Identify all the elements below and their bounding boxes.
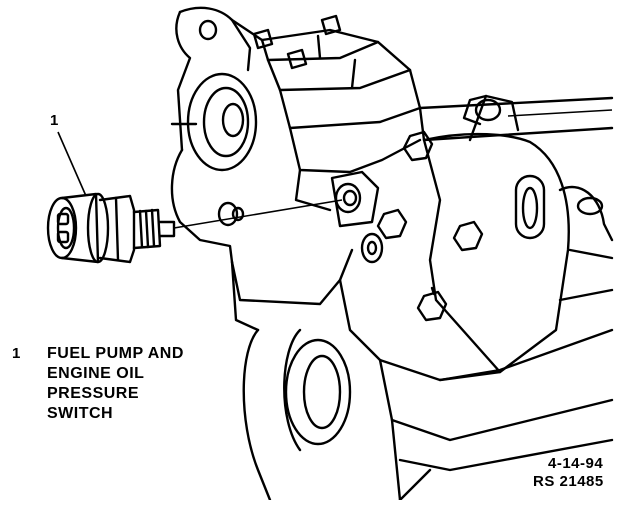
legend-number: 1 bbox=[12, 345, 21, 362]
edge-line bbox=[507, 109, 613, 117]
leader-lines bbox=[57, 109, 613, 229]
callout-leader bbox=[57, 131, 87, 197]
callout-number: 1 bbox=[50, 112, 59, 129]
engine-housing bbox=[170, 6, 614, 306]
assembly-line bbox=[173, 199, 343, 229]
legend-line: PRESSURE bbox=[47, 385, 140, 402]
legend-line: ENGINE OIL bbox=[47, 365, 145, 382]
oil-pressure-switch bbox=[46, 192, 176, 264]
figure-date: 4-14-94 bbox=[548, 455, 604, 472]
figure-reference: RS 21485 bbox=[533, 473, 604, 490]
legend-label: FUEL PUMP AND ENGINE OIL PRESSURE SWITCH bbox=[47, 344, 247, 424]
legend-line: SWITCH bbox=[47, 405, 114, 422]
legend-line: FUEL PUMP AND bbox=[47, 345, 184, 362]
lower-block bbox=[230, 260, 614, 502]
mounting-nuts bbox=[360, 130, 484, 322]
